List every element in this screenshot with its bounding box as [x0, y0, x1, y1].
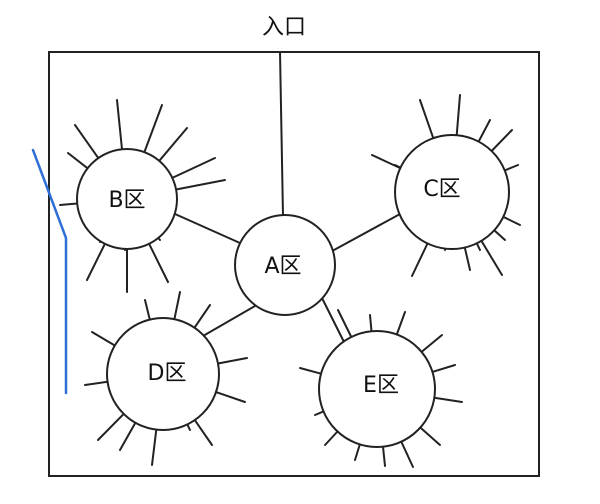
zone-d-circle [106, 317, 220, 431]
path-entrance-a [279, 51, 284, 217]
zone-c-circle [394, 134, 510, 250]
zone-b: B区 [76, 148, 178, 250]
zone-b-branch-4 [158, 127, 188, 162]
zone-c-branch-8 [480, 239, 503, 276]
zone-c-branch-2 [455, 94, 461, 137]
zone-e-label: E区 [363, 373, 399, 398]
zone-d-branch-7 [193, 419, 213, 446]
zone-b-circle [76, 148, 178, 250]
zone-d: D区 [106, 317, 220, 431]
zone-b-branch-13 [67, 152, 89, 170]
park-boundary [48, 51, 540, 477]
path-a-b [174, 213, 241, 244]
zone-b-branch-6 [175, 179, 226, 191]
zone-b-branch-14 [59, 202, 79, 206]
zone-c-branch-5 [503, 164, 519, 172]
zone-b-branch-3 [143, 104, 163, 154]
zone-b-label: B区 [108, 188, 145, 213]
zone-a: A区 [234, 214, 336, 316]
zone-d-branch-4 [193, 304, 211, 329]
zone-b-branch-1 [74, 124, 100, 160]
zone-d-branch-12 [84, 380, 109, 386]
zone-e-branch-10 [354, 443, 361, 461]
blue-marker-line [31, 148, 68, 395]
entrance-label: 入口 [262, 15, 306, 40]
zone-d-branch-5 [217, 357, 248, 365]
zone-c-branch-1 [419, 99, 435, 140]
zone-c: C区 [394, 134, 510, 250]
path-a-c [333, 213, 401, 251]
zone-e-branch-7 [419, 426, 441, 446]
zone-d-branch-6 [215, 391, 246, 403]
zone-a-circle [234, 214, 336, 316]
zone-e-circle [318, 330, 436, 448]
zone-b-branch-5 [171, 157, 216, 179]
zone-c-branch-6 [502, 215, 521, 226]
zone-c-branch-12 [411, 242, 429, 277]
zone-e-branch-8 [400, 440, 414, 468]
zone-e-branch-4 [420, 334, 443, 353]
zone-b-branch-12 [148, 242, 169, 283]
zone-e-branch-2 [369, 314, 373, 333]
zone-d-branch-2 [144, 299, 151, 321]
zone-d-label: D区 [148, 361, 187, 386]
zone-e-branch-11 [324, 430, 339, 446]
path-a-e [321, 297, 348, 349]
zone-c-branch-9 [475, 242, 481, 251]
zone-e-branch-3 [395, 311, 406, 336]
zone-c-label: C区 [423, 177, 460, 202]
zone-branches [59, 94, 521, 468]
zone-e-branch-1 [337, 309, 353, 338]
zone-d-branch-9 [151, 428, 158, 466]
paths [174, 51, 401, 349]
zone-c-branch-14 [394, 164, 402, 169]
path-a-d [202, 305, 256, 337]
zone-c-branch-3 [477, 119, 491, 143]
zone-e-branch-6 [433, 396, 463, 403]
zone-e-branch-12 [299, 367, 322, 375]
zone-a-label: A区 [264, 254, 301, 279]
zone-d-branch-10 [119, 421, 137, 451]
zone-d-branch-1 [91, 331, 116, 347]
zone-c-branch-4 [490, 129, 513, 152]
zone-b-branch-2 [116, 99, 123, 151]
zone-e-branch-5 [431, 364, 456, 373]
zone-c-branch-7 [493, 229, 506, 241]
zone-d-branch-11 [97, 412, 125, 441]
zone-d-branch-3 [173, 291, 181, 321]
zone-e-branch-9 [382, 445, 386, 467]
zone-c-branch-10 [463, 246, 471, 271]
zone-e: E区 [318, 330, 436, 448]
zone-e-branch-13 [314, 410, 325, 416]
zone-b-branch-8 [86, 242, 106, 281]
